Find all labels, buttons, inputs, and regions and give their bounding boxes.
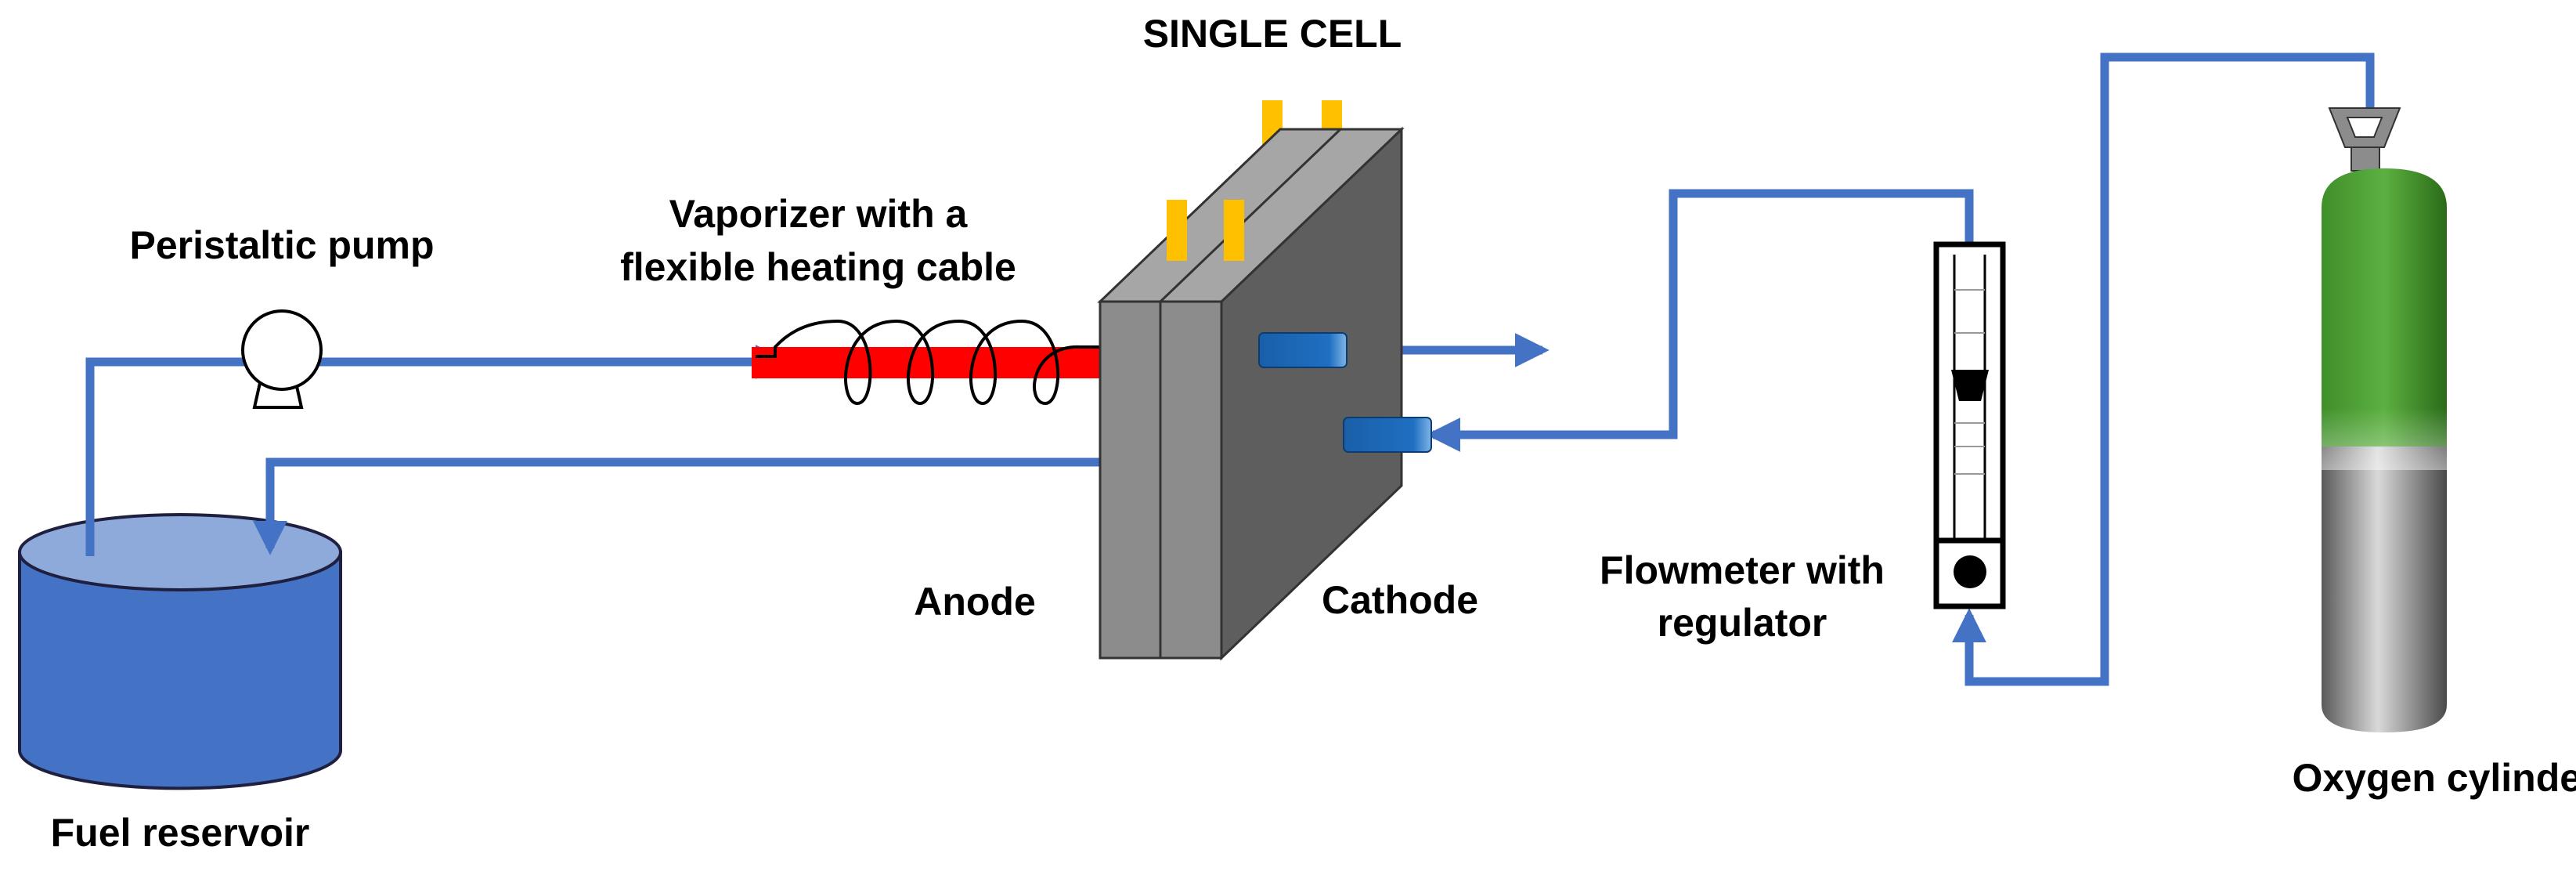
fuel-cell-stack-icon <box>1097 100 1432 661</box>
anode-label: Anode <box>914 580 1036 624</box>
vaporizer-label-line1: Vaporizer with a <box>669 192 969 236</box>
fuel-reservoir-tank <box>18 513 342 790</box>
flowmeter-label-line2: regulator <box>1658 601 1827 645</box>
oxygen-cylinder-label: Oxygen cylinder <box>2292 756 2576 800</box>
single-cell-label: SINGLE CELL <box>1143 12 1402 56</box>
cathode-label: Cathode <box>1322 578 1478 622</box>
peristaltic-pump-icon <box>241 309 323 409</box>
peristaltic-pump-label: Peristaltic pump <box>130 223 435 267</box>
fuel-reservoir-label: Fuel reservoir <box>51 811 310 855</box>
flowmeter-icon <box>1933 241 2006 609</box>
pipe-reservoir-to-vaporizer <box>85 345 790 556</box>
pipe-flowmeter-to-cathode <box>1426 189 1974 452</box>
heating-coil-icon <box>752 319 1100 406</box>
pipe-anode-return <box>253 457 1100 555</box>
gas-cylinder-icon <box>2322 107 2447 732</box>
pipe-cylinder-to-flowmeter <box>1952 52 2375 686</box>
vaporizer-label-line2: flexible heating cable <box>620 245 1016 289</box>
flowmeter-label-line1: Flowmeter with <box>1600 548 1885 592</box>
